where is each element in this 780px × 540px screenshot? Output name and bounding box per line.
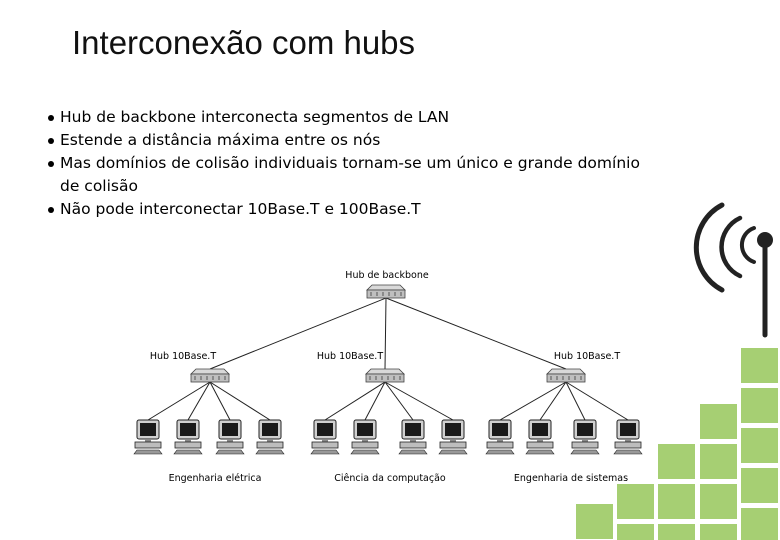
segment-hub-label: Hub 10Base.T [554, 351, 620, 362]
computer-icon [398, 419, 428, 455]
computer-icon [613, 419, 643, 455]
bullet-item: Mas domínios de colisão individuais torn… [48, 152, 708, 198]
bullet-dot-icon [48, 207, 54, 213]
computer-icon [438, 419, 468, 455]
segment-2: Hub 10Base.T Ciência da computação [317, 351, 446, 484]
hub-icon [546, 368, 586, 383]
wifi-antenna-icon [693, 202, 773, 338]
network-links [147, 297, 629, 421]
computer-icon [173, 419, 203, 455]
green-block [576, 504, 613, 539]
computer-icon [133, 419, 163, 455]
green-block [741, 468, 778, 503]
segment-department-label: Ciência da computação [334, 473, 446, 484]
slide-title: Interconexão com hubs [72, 24, 416, 61]
green-block [741, 508, 778, 540]
segment-1: Hub 10Base.T Engenharia elétrica [150, 351, 262, 484]
backbone-hub-label: Hub de backbone [345, 270, 429, 281]
bullet-dot-icon [48, 138, 54, 144]
segment-department-label: Engenharia de sistemas [514, 473, 628, 484]
bullet-list: Hub de backbone interconecta segmentos d… [48, 106, 708, 221]
computer-icon [570, 419, 600, 455]
segment-hub-label: Hub 10Base.T [150, 351, 216, 362]
bullet-dot-icon [48, 161, 54, 167]
backbone-hub: Hub de backbone [345, 270, 429, 299]
computer-icon [350, 419, 380, 455]
hub-icon [190, 368, 230, 383]
computer-icon [255, 419, 285, 455]
green-block [700, 444, 737, 479]
green-block [741, 428, 778, 463]
computer-icon [215, 419, 245, 455]
bullet-item: Não pode interconectar 10Base.T e 100Bas… [48, 198, 708, 221]
computer-icon [485, 419, 515, 455]
segment-department-label: Engenharia elétrica [169, 473, 262, 484]
computer-icon [310, 419, 340, 455]
green-block [700, 404, 737, 439]
bullet-dot-icon [48, 115, 54, 121]
segment-hub-label: Hub 10Base.T [317, 351, 383, 362]
green-block [617, 484, 654, 519]
bullet-item: Estende a distância máxima entre os nós [48, 129, 708, 152]
green-block [741, 388, 778, 423]
segment-3: Hub 10Base.T Engenharia de sistemas [514, 351, 628, 484]
green-block [700, 524, 737, 540]
green-block [658, 524, 695, 540]
green-block [658, 484, 695, 519]
green-block [658, 444, 695, 479]
computer-icon [525, 419, 555, 455]
green-block [617, 524, 654, 540]
hub-icon [366, 284, 406, 299]
green-block-pattern [576, 348, 778, 540]
green-block [741, 348, 778, 383]
hub-icon [365, 368, 405, 383]
bullet-item: Hub de backbone interconecta segmentos d… [48, 106, 708, 129]
green-block [700, 484, 737, 519]
